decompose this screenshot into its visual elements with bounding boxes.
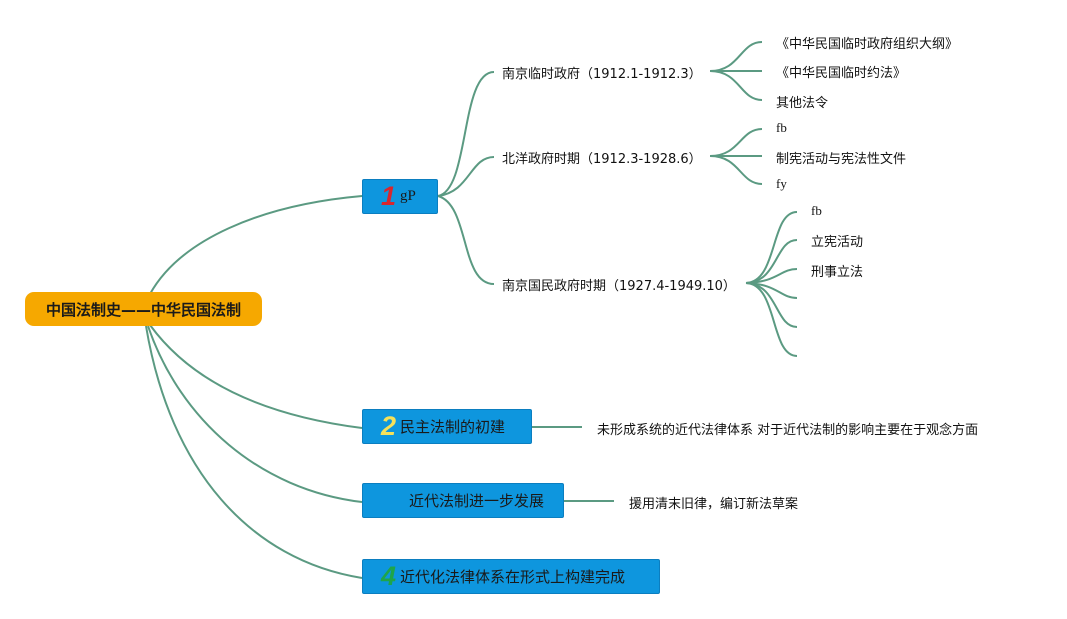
period-nanjing-provisional[interactable]: 南京临时政府（1912.1-1912.3） bbox=[502, 67, 702, 82]
topic-number-1: 1 bbox=[381, 181, 397, 211]
topic-2[interactable]: 2 民主法制的初建 bbox=[362, 409, 532, 444]
period-nanjing-national[interactable]: 南京国民政府时期（1927.4-1949.10） bbox=[502, 279, 736, 294]
topic-label-2: 民主法制的初建 bbox=[400, 418, 506, 436]
root-node[interactable]: 中国法制史——中华民国法制 bbox=[25, 292, 262, 326]
topic-label-4: 近代化法律体系在形式上构建完成 bbox=[400, 568, 626, 586]
period-2-item[interactable]: 制宪活动与宪法性文件 bbox=[776, 152, 907, 167]
period-1-item[interactable]: 《中华民国临时政府组织大纲》 bbox=[776, 37, 959, 52]
topic-1[interactable]: 1 gP bbox=[362, 179, 438, 214]
topic-3[interactable]: 近代法制进一步发展 bbox=[362, 483, 564, 518]
topic-number-4: 4 bbox=[381, 561, 397, 591]
period-1-item[interactable]: 其他法令 bbox=[776, 96, 829, 111]
topic-number-2: 2 bbox=[381, 411, 397, 441]
topic-label-3: 近代法制进一步发展 bbox=[409, 492, 545, 510]
period-3-item[interactable]: fb bbox=[811, 203, 822, 218]
topic-4[interactable]: 4 近代化法律体系在形式上构建完成 bbox=[362, 559, 660, 594]
period-2-item[interactable]: fy bbox=[776, 176, 787, 191]
topic-label-1: gP bbox=[400, 188, 416, 204]
period-beiyang[interactable]: 北洋政府时期（1912.3-1928.6） bbox=[502, 152, 702, 167]
period-3-item[interactable]: 立宪活动 bbox=[811, 235, 864, 250]
period-1-item[interactable]: 《中华民国临时约法》 bbox=[776, 66, 907, 81]
period-2-item[interactable]: fb bbox=[776, 120, 787, 135]
topic-3-note[interactable]: 援用清末旧律，编订新法草案 bbox=[629, 497, 799, 512]
root-label: 中国法制史——中华民国法制 bbox=[45, 300, 241, 319]
topic-2-note[interactable]: 未形成系统的近代法律体系 对于近代法制的影响主要在于观念方面 bbox=[597, 423, 979, 438]
period-3-item[interactable]: 刑事立法 bbox=[811, 265, 864, 280]
